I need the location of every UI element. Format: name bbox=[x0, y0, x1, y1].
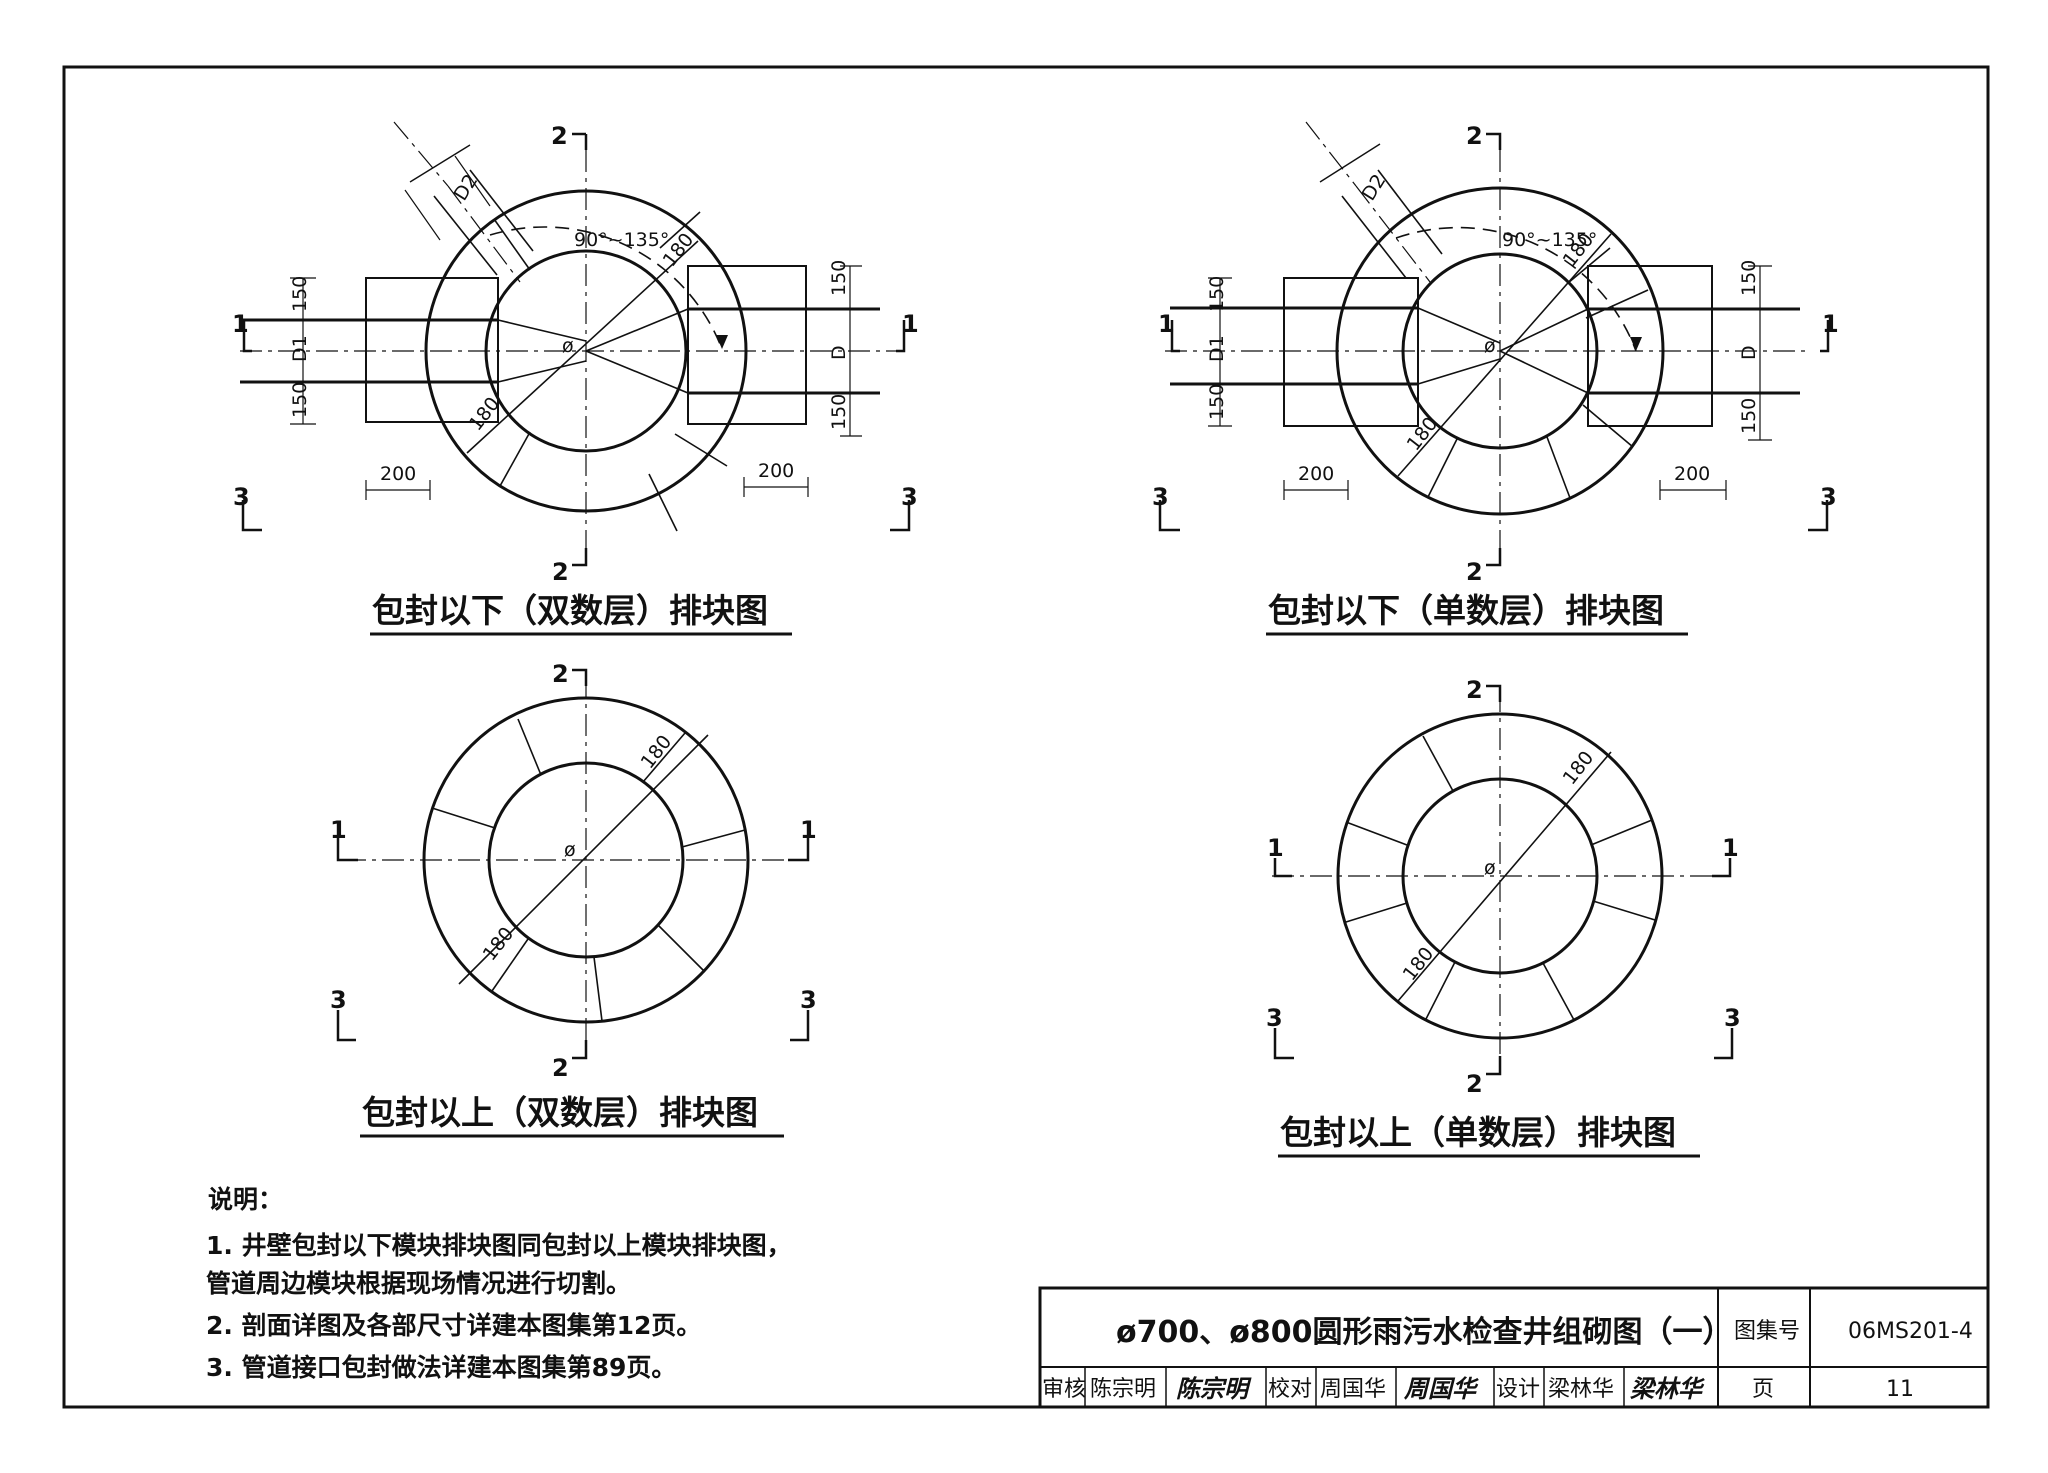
section-label: 1 bbox=[800, 816, 817, 844]
review-label: 审核 bbox=[1042, 1377, 1086, 1402]
section-label: 1 bbox=[232, 310, 249, 338]
dim-180: 180 bbox=[1399, 943, 1439, 985]
dim-180: 180 bbox=[1559, 747, 1599, 789]
section-label: 2 bbox=[551, 122, 568, 150]
notes-block: 说明： 1. 井壁包封以下模块排块图同包封以上模块排块图， 管道周边模块根据现场… bbox=[206, 1185, 792, 1382]
atlas-no: 06MS201-4 bbox=[1848, 1319, 1973, 1344]
view-above-even bbox=[336, 668, 810, 1060]
dim-D2: D2 bbox=[1358, 170, 1391, 204]
page-label: 页 bbox=[1752, 1377, 1774, 1402]
dim-200: 200 bbox=[1298, 463, 1334, 485]
designer-signature: 梁林华 bbox=[1630, 1374, 1705, 1403]
section-label: 2 bbox=[552, 558, 569, 586]
dim-D1: D1 bbox=[1206, 335, 1228, 362]
section-label: 2 bbox=[1466, 558, 1483, 586]
page-no: 11 bbox=[1886, 1377, 1914, 1402]
dim-phi: ø bbox=[1484, 335, 1496, 357]
dim-150: 150 bbox=[1738, 260, 1760, 296]
section-label: 3 bbox=[1820, 483, 1837, 511]
dim-phi: ø bbox=[1484, 857, 1496, 879]
atlas-no-label: 图集号 bbox=[1734, 1319, 1800, 1344]
caption-below-even: 包封以下（双数层）排块图 bbox=[372, 591, 768, 630]
section-label: 2 bbox=[552, 660, 569, 688]
section-label: 3 bbox=[901, 483, 918, 511]
section-label: 1 bbox=[1722, 834, 1739, 862]
dim-150: 150 bbox=[289, 382, 311, 418]
caption-above-even: 包封以上（双数层）排块图 bbox=[362, 1093, 758, 1132]
view-above-odd bbox=[1272, 684, 1734, 1076]
section-label: 3 bbox=[800, 986, 817, 1014]
dim-D: D bbox=[828, 345, 850, 360]
note-line: 3. 管道接口包封做法详建本图集第89页。 bbox=[206, 1353, 676, 1382]
dim-150: 150 bbox=[1206, 384, 1228, 420]
reviewer-name: 陈宗明 bbox=[1090, 1377, 1156, 1402]
caption-below-odd: 包封以下（单数层）排块图 bbox=[1268, 591, 1664, 630]
dim-phi: ø bbox=[562, 335, 574, 357]
section-label: 1 bbox=[330, 816, 347, 844]
view-below-odd bbox=[1158, 121, 1830, 567]
note-line: 管道周边模块根据现场情况进行切割。 bbox=[206, 1269, 631, 1298]
drawing-frame bbox=[62, 65, 1990, 1409]
dim-150: 150 bbox=[828, 260, 850, 296]
section-label: 1 bbox=[1267, 834, 1284, 862]
check-label: 校对 bbox=[1268, 1377, 1312, 1402]
section-label: 1 bbox=[1822, 310, 1839, 338]
section-label: 3 bbox=[1266, 1004, 1283, 1032]
dim-200: 200 bbox=[758, 460, 794, 482]
dim-150: 150 bbox=[1206, 276, 1228, 312]
dim-150: 150 bbox=[1738, 398, 1760, 434]
dim-D2: D2 bbox=[450, 170, 483, 204]
section-label: 3 bbox=[233, 483, 250, 511]
view-below-even bbox=[240, 121, 911, 567]
dim-D: D bbox=[1738, 345, 1760, 360]
section-label: 2 bbox=[552, 1054, 569, 1082]
section-label: 3 bbox=[1152, 483, 1169, 511]
dim-150: 150 bbox=[828, 394, 850, 430]
title-block bbox=[1038, 1286, 1990, 1409]
section-label: 2 bbox=[1466, 676, 1483, 704]
dim-D1: D1 bbox=[289, 335, 311, 362]
section-label: 3 bbox=[1724, 1004, 1741, 1032]
note-line: 1. 井壁包封以下模块排块图同包封以上模块排块图， bbox=[206, 1231, 792, 1260]
section-label: 3 bbox=[330, 986, 347, 1014]
dim-angle: 90°~135° bbox=[1502, 229, 1597, 251]
dim-150: 150 bbox=[289, 276, 311, 312]
drawing-title: ø700、ø800圆形雨污水检查井组砌图（一） bbox=[1116, 1315, 1732, 1350]
dim-200: 200 bbox=[380, 463, 416, 485]
caption-above-odd: 包封以上（单数层）排块图 bbox=[1280, 1113, 1676, 1152]
dim-180: 180 bbox=[1403, 413, 1443, 455]
design-label: 设计 bbox=[1496, 1377, 1540, 1402]
section-label: 2 bbox=[1466, 122, 1483, 150]
section-label: 1 bbox=[1158, 310, 1175, 338]
section-label: 1 bbox=[902, 310, 919, 338]
designer-name: 梁林华 bbox=[1548, 1377, 1614, 1402]
dim-phi: ø bbox=[564, 839, 576, 861]
note-line: 2. 剖面详图及各部尺寸详建本图集第12页。 bbox=[206, 1311, 701, 1340]
checker-name: 周国华 bbox=[1320, 1377, 1386, 1402]
notes-heading: 说明： bbox=[208, 1185, 283, 1214]
section-label: 2 bbox=[1466, 1070, 1483, 1098]
dim-angle: 90°~135° bbox=[574, 229, 669, 251]
dim-180: 180 bbox=[637, 731, 677, 773]
checker-signature: 周国华 bbox=[1403, 1374, 1479, 1403]
reviewer-signature: 陈宗明 bbox=[1176, 1374, 1252, 1403]
dim-200: 200 bbox=[1674, 463, 1710, 485]
